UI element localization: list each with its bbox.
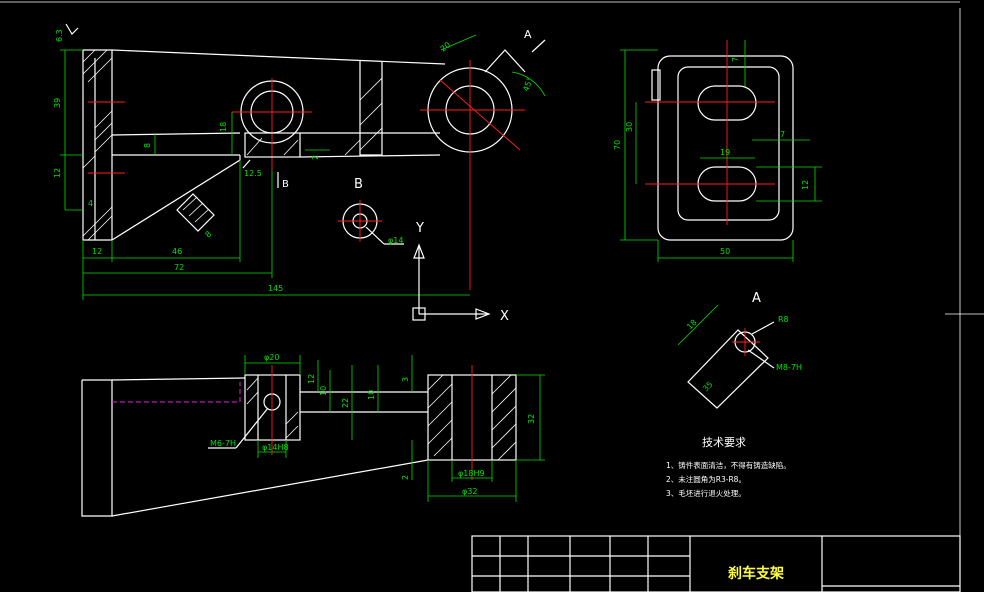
view-a: A 18 R8 M8-7H 35: [677, 291, 802, 409]
dim-12-bottom: 12: [92, 247, 102, 256]
ucs-axes-icon: Y X: [412, 221, 509, 324]
dim-18: 18: [219, 122, 228, 132]
dim-12-right: 12: [801, 180, 810, 190]
right-view: 70 30 7 7 19 12 50: [613, 40, 822, 262]
dim-r8: R8: [778, 315, 789, 324]
dim-angle-45: 45°: [521, 76, 534, 92]
view-b: B φ14: [338, 177, 404, 245]
dim-10-b: 10: [319, 386, 328, 396]
dim-12-b: 12: [307, 374, 316, 384]
dim-39: 39: [53, 98, 62, 108]
dim-2-b: 2: [401, 475, 410, 480]
view-b-label: B: [354, 177, 363, 192]
dim-46: 46: [172, 247, 182, 256]
dim-8: 8: [143, 143, 152, 148]
dim-30: 30: [625, 122, 634, 132]
dim-phi18h9: φ18H9: [458, 469, 485, 478]
section-mark-b: B: [282, 179, 289, 190]
technical-requirements: 技术要求 1、铸件表面清洁，不得有铸造缺陷。 2、未注圆角为R3-R8。 3、毛…: [666, 436, 791, 498]
title-block: 刹车支架: [471, 535, 961, 592]
dim-2: 2: [311, 155, 320, 160]
dim-phi20: φ20: [264, 353, 279, 362]
dim-72: 72: [174, 263, 184, 272]
dim-70: 70: [613, 140, 622, 150]
dim-7-right: 7: [780, 130, 785, 139]
dim-19: 19: [720, 148, 730, 157]
bottom-view: φ20 φ14H8 M6-7H 12 10 22 10 3 32 φ18H9 φ…: [81, 353, 545, 517]
dim-m8: M8-7H: [776, 363, 802, 372]
dim-3: 3: [401, 377, 410, 382]
dim-8-rib: 8: [204, 229, 214, 239]
dim-145: 145: [268, 284, 283, 293]
axis-x-label: X: [500, 309, 509, 324]
view-a-label: A: [752, 291, 761, 306]
tech-line-3: 3、毛坯进行退火处理。: [666, 488, 746, 498]
front-view: 6.3: [53, 23, 546, 300]
dim-18-a: 18: [685, 318, 699, 332]
dim-4: 4: [88, 199, 93, 208]
dim-22: 22: [341, 398, 350, 408]
tech-title: 技术要求: [702, 436, 746, 449]
dim-7-top: 7: [731, 57, 740, 62]
dim-35-a: 35: [701, 380, 715, 394]
dim-m6: M6-7H: [210, 439, 236, 448]
tech-line-2: 2、未注圆角为R3-R8。: [666, 474, 746, 484]
axis-y-label: Y: [415, 221, 424, 236]
dim-32: 32: [527, 414, 536, 424]
dim-phi14h8: φ14H8: [262, 443, 289, 452]
dim-phi14: φ14: [388, 236, 403, 245]
dim-phi32: φ32: [462, 487, 477, 496]
roughness-symbol-icon: [65, 23, 79, 35]
section-mark-a: A: [524, 28, 532, 41]
dim-20: 20: [439, 40, 453, 53]
dim-50: 50: [720, 247, 730, 256]
dim-12-5: 12.5: [244, 169, 262, 178]
roughness-value: 6.3: [55, 29, 64, 42]
dim-12-left: 12: [53, 168, 62, 178]
tech-line-1: 1、铸件表面清洁，不得有铸造缺陷。: [666, 460, 791, 470]
dim-10-c: 10: [367, 390, 376, 400]
part-name: 刹车支架: [728, 565, 784, 582]
